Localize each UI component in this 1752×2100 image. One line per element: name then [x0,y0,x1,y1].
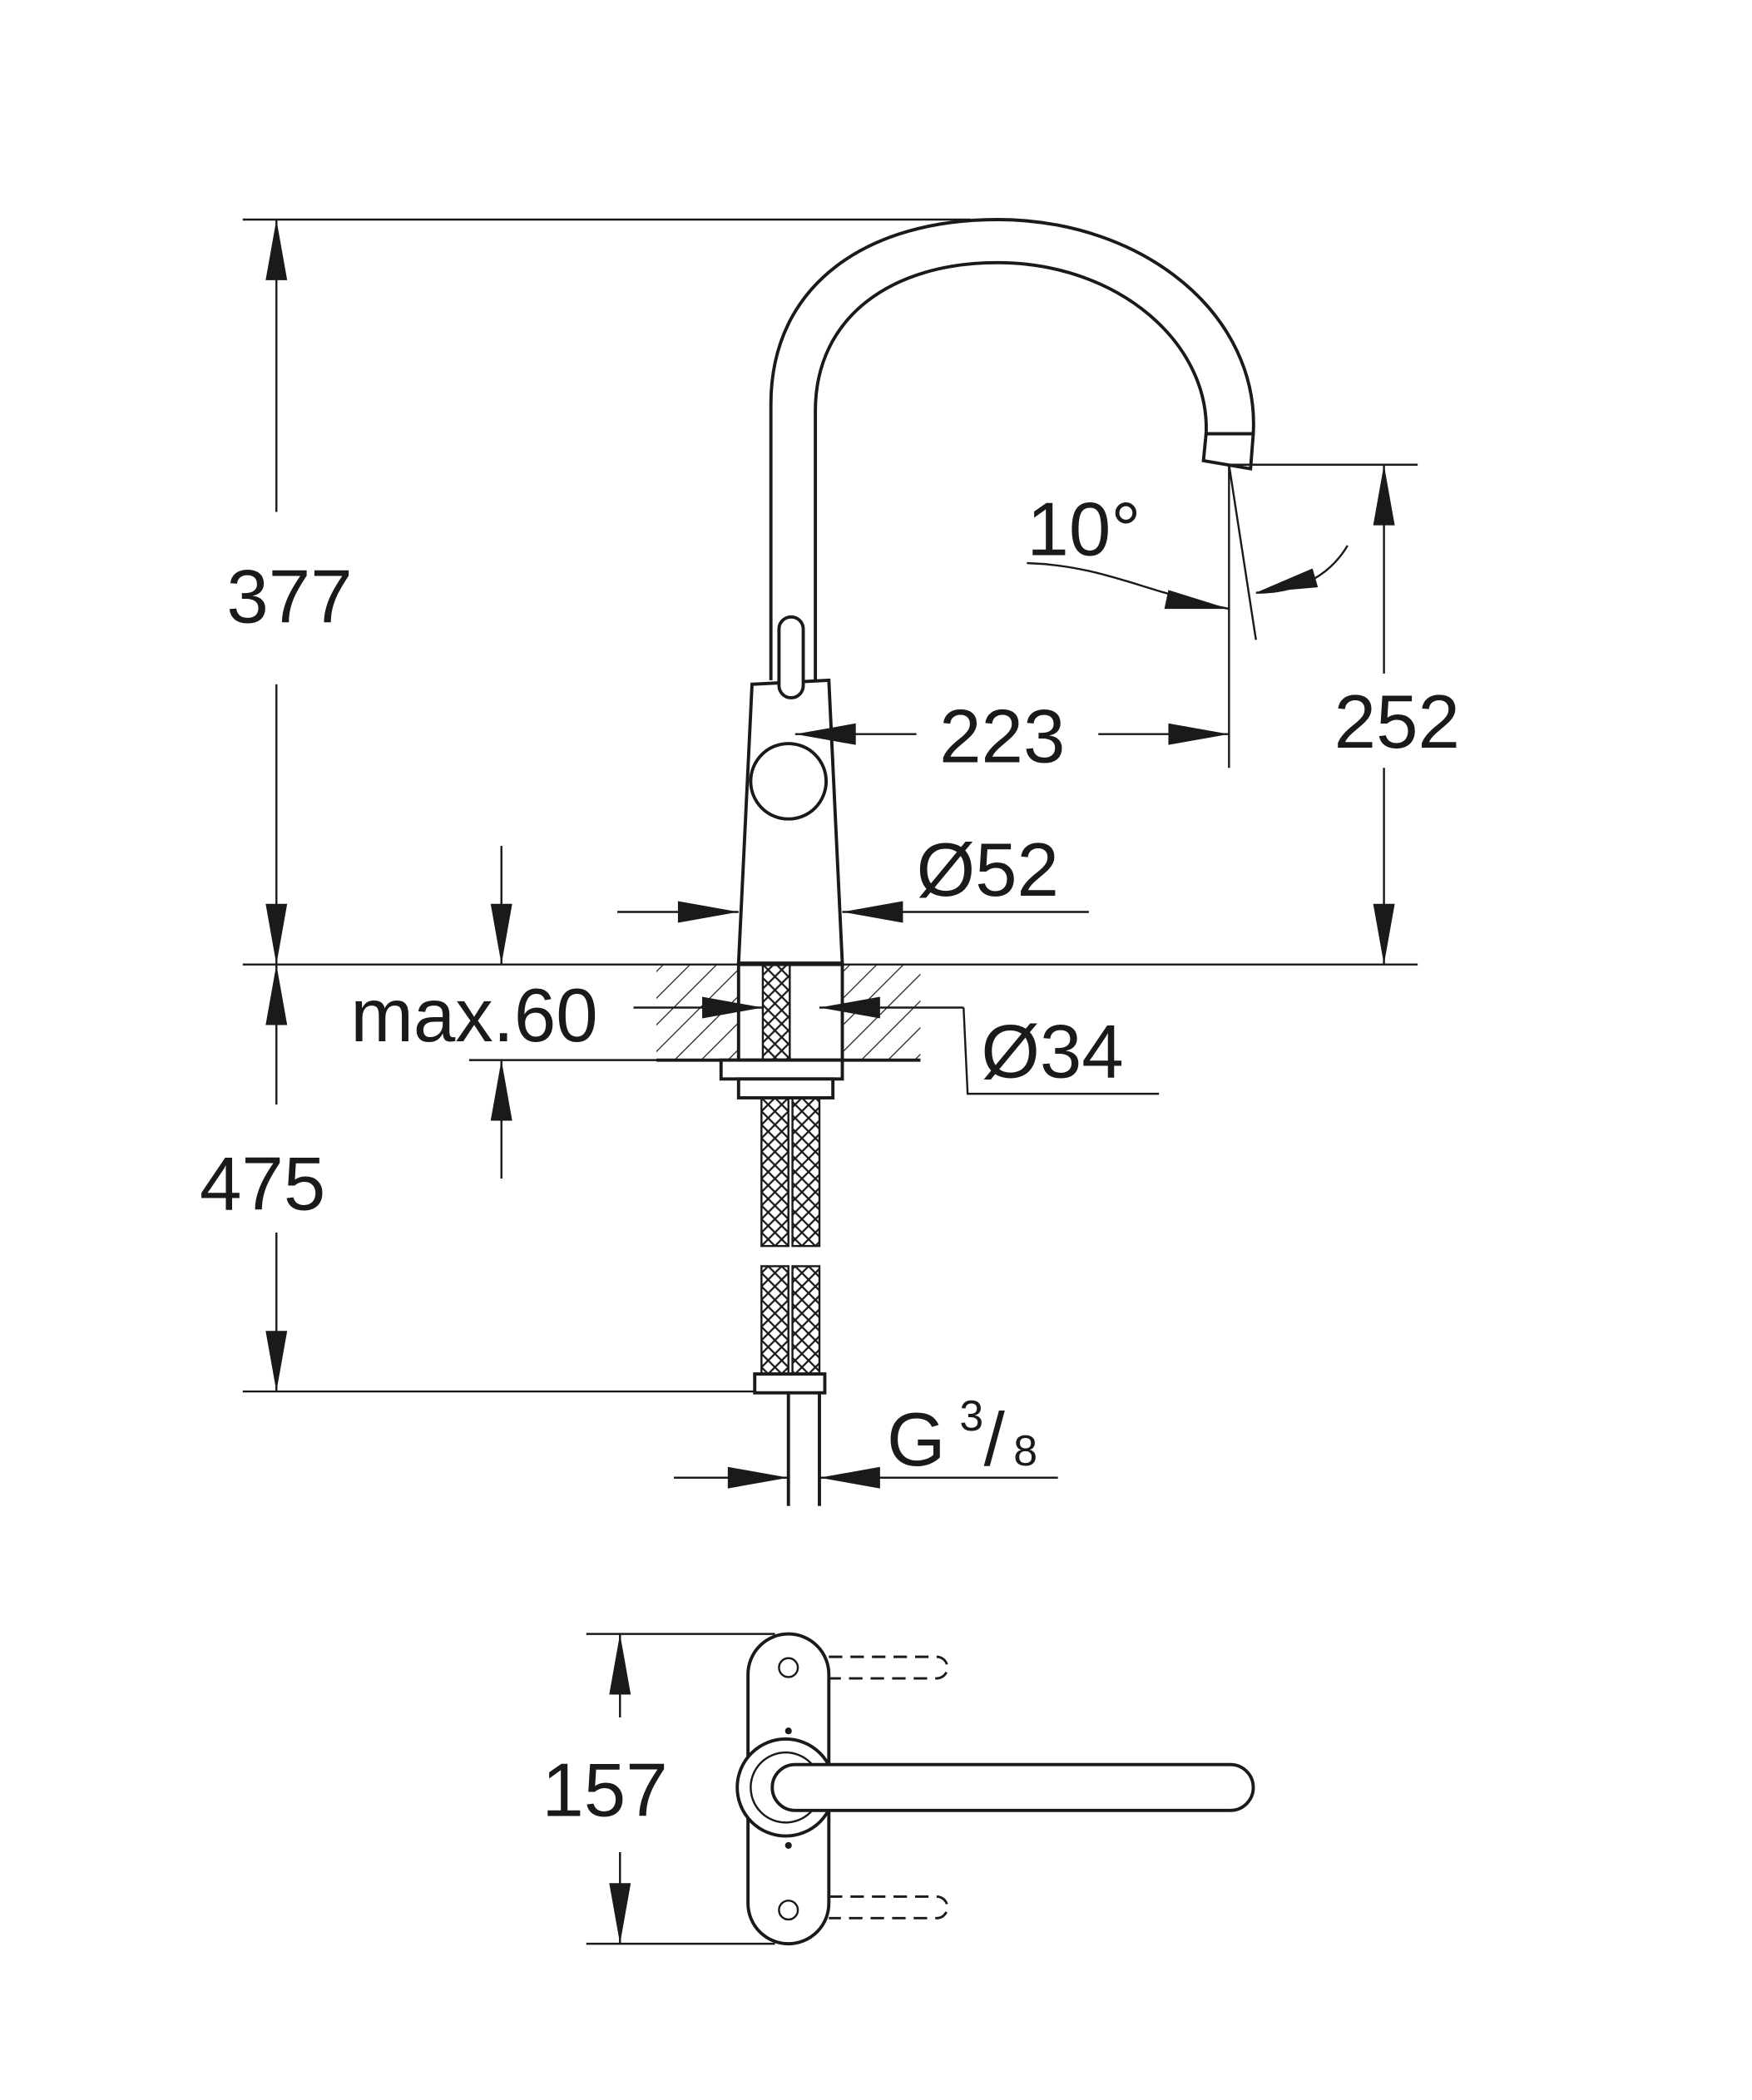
dim-max-deck: max.60 [350,974,597,1058]
dim-spout-height: 252 [1334,680,1460,764]
supply-hose-4 [791,1265,821,1376]
faucet-body [736,678,844,965]
dim-hole-diameter: Ø34 [981,1010,1123,1094]
mounting-nut [719,1058,844,1081]
hose-connector [753,1372,827,1395]
lever-top [770,1762,1255,1812]
spout-nozzle [1201,432,1255,471]
supply-hose-3 [760,1265,789,1376]
dim-thread-num: 3 [959,1391,983,1440]
dim-spout-reach: 223 [939,695,1065,779]
supply-hose-1 [760,1096,789,1248]
dim-plan-width: 157 [542,1748,667,1832]
dim-thread-slash: / [984,1398,1006,1482]
faucet-side-view [656,218,1255,1506]
hose-outline-bottom [829,1895,949,1920]
dim-thread-den: 8 [1013,1426,1037,1475]
dim-hose-length: 475 [200,1142,325,1226]
lever-hub [749,742,829,821]
spout [769,218,1255,680]
supply-hose-2 [791,1096,821,1248]
dimension-lines [242,218,1418,1945]
lever-handle [777,615,805,699]
dim-total-height: 377 [226,555,352,639]
supply-hose-top [761,963,791,1061]
dim-thread: G [887,1398,946,1482]
hose-outline-top [829,1655,949,1680]
dim-spout-angle: 10° [1027,487,1141,571]
dim-body-diameter: Ø52 [917,828,1059,912]
faucet-top-view [735,1632,1255,1946]
